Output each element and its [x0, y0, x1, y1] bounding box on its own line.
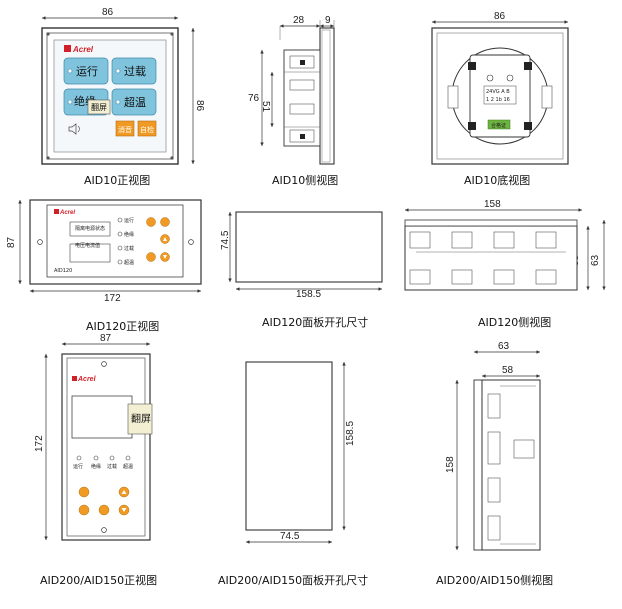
- aid10-front-width-dim: 86: [102, 7, 114, 18]
- screen-label: 翻屏: [91, 103, 107, 112]
- svg-text:Acrel: Acrel: [77, 376, 97, 383]
- aid10-side-caption: AID10侧视图: [272, 173, 338, 187]
- aid200-side-inner-dim: 58: [502, 365, 514, 376]
- aid200-cutout-height-dim: 158.5: [345, 421, 356, 446]
- aid200-front-width-dim: 87: [100, 333, 112, 344]
- aid10-bottom-view: 86 24VG A B 1 2 1b 16 合格证 AID10底视图: [431, 11, 569, 187]
- self-check-button: [137, 120, 157, 137]
- aid200-front-view: 87 172 Acrel 翻屏 运行 绝缘 过载 超温 AID200/AID15…: [34, 333, 157, 587]
- mute-button-label: 消音: [118, 125, 132, 134]
- screen-label-box: [87, 99, 111, 115]
- qualified-badge: [487, 119, 511, 130]
- led-label-overload: 过载: [124, 245, 134, 252]
- aid120-front-caption: AID120正视图: [86, 319, 159, 333]
- aid120-front-width-dim: 172: [104, 293, 121, 304]
- aid10-side-outer-dim: 76: [248, 93, 260, 104]
- aid10-side-inner-dim: 51: [260, 101, 271, 113]
- qualified-badge-label: 合格证: [491, 122, 506, 129]
- aid200-side-height-dim: 158: [445, 456, 456, 473]
- led-label-run: 运行: [124, 217, 134, 224]
- terminal-number-text: 1 2 1b 16: [486, 97, 510, 103]
- aid10-bottom-width-dim: 86: [494, 11, 506, 22]
- aid120-front-height-dim: 87: [6, 236, 17, 248]
- self-check-button-label: 自检: [140, 125, 154, 134]
- speaker-icon: [68, 123, 80, 135]
- aid10-front-height-dim: 86: [194, 100, 205, 112]
- aid200-side-caption: AID200/AID150侧视图: [436, 573, 553, 587]
- lcd-values: [69, 243, 111, 263]
- tile-overtemp: [111, 88, 157, 116]
- aid200-side-outer-dim: 63: [498, 341, 510, 352]
- tile-run: [63, 57, 109, 85]
- aid120-cutout-caption: AID120面板开孔尺寸: [262, 315, 368, 329]
- lcd-status: [69, 221, 111, 237]
- led-label-run: 运行: [73, 463, 83, 470]
- acrel-logo: Acrel: [64, 45, 94, 54]
- aid120-side-outer-dim: 63: [590, 254, 601, 266]
- aid200-side-view: 63 58 158 AID200/AID150侧视图: [436, 341, 553, 587]
- lcd-display: [71, 395, 133, 439]
- acrel-logo: Acrel: [54, 209, 75, 216]
- aid200-front-height-dim: 172: [34, 435, 45, 452]
- led-label-insulation: 绝缘: [91, 463, 101, 470]
- aid120-side-view: 158 58 63 AID120侧视图: [404, 199, 606, 329]
- aid200-cutout-view: 158.5 74.5 AID200/AID150面板开孔尺寸: [218, 361, 368, 587]
- aid200-cutout-width-dim: 74.5: [280, 531, 300, 542]
- mute-button: [115, 120, 135, 137]
- tile-overload: [111, 57, 157, 85]
- aid10-front-caption: AID10正视图: [84, 173, 150, 187]
- led-label-overtemp: 超温: [123, 463, 133, 470]
- svg-text:Acrel: Acrel: [59, 210, 75, 216]
- lcd-values-caption: 电压电流值: [75, 242, 100, 249]
- aid10-front-view: 86 86 Acrel 运行 过载 绝缘 超温 翻屏 消音 自检: [41, 7, 205, 187]
- aid200-front-caption: AID200/AID150正视图: [40, 573, 157, 587]
- svg-text:Acrel: Acrel: [72, 45, 94, 54]
- aid10-bottom-caption: AID10底视图: [464, 173, 530, 187]
- tile-overload-label: 过载: [124, 65, 146, 78]
- model-text: AID120: [54, 268, 72, 274]
- aid120-cutout-view: 74.5 158.5 AID120面板开孔尺寸: [220, 211, 383, 329]
- aid10-side-bezel-dim: 9: [325, 15, 331, 26]
- tile-overtemp-label: 超温: [124, 95, 146, 109]
- led-label-insulation: 绝缘: [124, 231, 134, 238]
- screen-label: 翻屏: [131, 413, 151, 425]
- aid10-side-view: 28 9 76 51 AID10侧视图: [248, 15, 338, 187]
- led-label-overload: 过载: [107, 463, 117, 470]
- acrel-logo: Acrel: [72, 376, 97, 383]
- aid120-front-view: 87 172 Acrel 隔离电源状态 电压电流值 AID120 运行 绝缘 过…: [6, 199, 202, 333]
- lcd-status-caption: 隔离电源状态: [75, 225, 105, 232]
- terminal-label-text: 24VG A B: [486, 89, 510, 95]
- led-label-overtemp: 超温: [124, 259, 134, 266]
- screen-label-box: [127, 403, 153, 435]
- aid120-cutout-width-dim: 158.5: [296, 289, 321, 300]
- aid120-side-width-dim: 158: [484, 199, 501, 210]
- tile-run-label: 运行: [76, 65, 98, 78]
- aid120-side-caption: AID120侧视图: [478, 315, 551, 329]
- aid10-side-depth-dim: 28: [293, 15, 305, 26]
- aid200-cutout-caption: AID200/AID150面板开孔尺寸: [218, 573, 368, 587]
- aid120-cutout-height-dim: 74.5: [220, 230, 231, 250]
